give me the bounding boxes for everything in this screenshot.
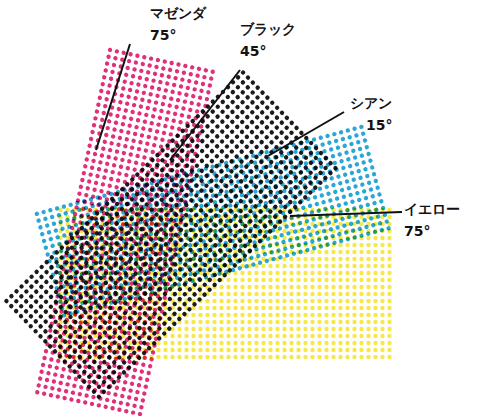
leader-lines	[96, 44, 402, 216]
screen-angle: 75°	[150, 28, 176, 43]
dot-screen	[34, 124, 391, 318]
leader-line	[96, 44, 130, 150]
dot-screen	[3, 69, 338, 399]
color-name: ブラック	[240, 22, 296, 37]
leader-line	[170, 70, 240, 160]
halftone-screens	[3, 47, 391, 416]
dot-screen	[58, 208, 391, 359]
leader-line	[290, 212, 402, 216]
screen-angle: 75°	[404, 224, 430, 239]
screen-angle: 15°	[366, 118, 392, 133]
leader-line	[268, 112, 344, 156]
color-name: シアン	[350, 96, 392, 111]
color-name: イエロー	[404, 202, 460, 217]
dot-screen	[35, 47, 216, 416]
color-name: マゼンダ	[150, 6, 206, 21]
screen-angle: 45°	[240, 44, 266, 59]
